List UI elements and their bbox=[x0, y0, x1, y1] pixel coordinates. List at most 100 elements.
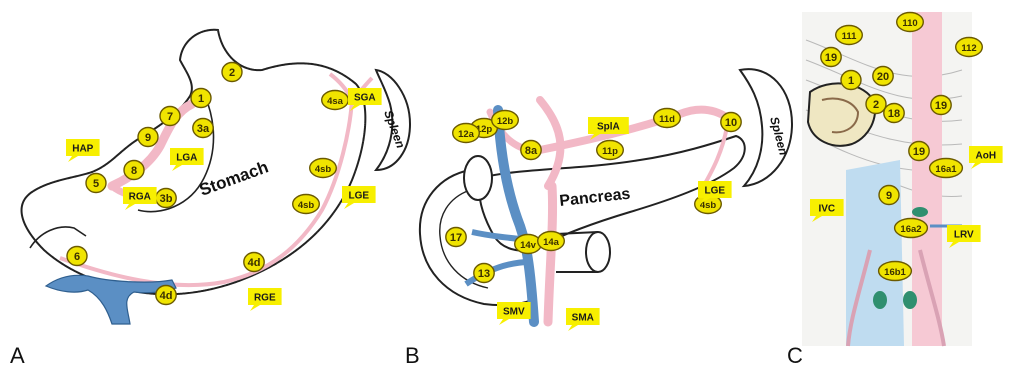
lymph-node-1: 1 bbox=[841, 71, 861, 90]
vessel-tag-pointer bbox=[568, 325, 578, 331]
sma bbox=[548, 186, 553, 322]
lymph-node-label: 19 bbox=[825, 52, 837, 64]
lymph-node-5: 5 bbox=[86, 174, 106, 193]
lymph-node-19: 19 bbox=[909, 142, 929, 161]
lymph-node-11p: 11p bbox=[597, 141, 624, 160]
vessel-tag-label: RGE bbox=[254, 293, 276, 304]
vessel-tag-smv: SMV bbox=[497, 302, 531, 325]
lymph-node-4sa: 4sa bbox=[322, 91, 349, 110]
lymph-node-17: 17 bbox=[446, 228, 466, 247]
lymph-node-9: 9 bbox=[879, 186, 899, 205]
lymph-node-1: 1 bbox=[191, 89, 211, 108]
lymph-node-14v: 14v bbox=[515, 235, 542, 254]
lymph-node-label: 2 bbox=[229, 67, 235, 79]
lymph-node-label: 12a bbox=[458, 129, 475, 140]
lymph-node-label: 6 bbox=[74, 251, 80, 263]
vessel-tag-pointer bbox=[971, 163, 981, 169]
lymph-node-label: 4sb bbox=[315, 164, 332, 175]
lymph-node-4sb: 4sb bbox=[310, 159, 337, 178]
lymph-node-label: 1 bbox=[848, 75, 854, 87]
lymph-node-label: 14a bbox=[543, 237, 560, 248]
lymph-node-4d: 4d bbox=[244, 253, 264, 272]
lymph-node-4sb: 4sb bbox=[293, 195, 320, 214]
bile-duct-cut bbox=[464, 156, 492, 200]
lymph-node-label: 19 bbox=[935, 100, 947, 112]
lymph-node-111: 111 bbox=[836, 26, 863, 45]
lymph-node-18: 18 bbox=[884, 104, 904, 123]
lymph-node-3a: 3a bbox=[193, 119, 213, 138]
vessel-tag-label: AoH bbox=[976, 151, 997, 162]
vessel-tag-label: LGE bbox=[349, 191, 370, 202]
vessel-tag-pointer bbox=[499, 319, 509, 325]
lymph-node-16b1: 16b1 bbox=[879, 262, 912, 281]
lymph-node-12b: 12b bbox=[492, 111, 519, 130]
vessel-tag-rge: RGE bbox=[248, 288, 282, 311]
vessel-tag-pointer bbox=[68, 156, 78, 162]
lymph-node-4d: 4d bbox=[156, 286, 176, 305]
lymph-node-label: 14v bbox=[520, 240, 537, 251]
lymph-node-label: 4sa bbox=[327, 96, 344, 107]
lymph-node-19: 19 bbox=[821, 48, 841, 67]
lymph-node-label: 8 bbox=[131, 165, 137, 177]
lymph-node-label: 3b bbox=[160, 193, 173, 205]
lymph-node-label: 16a2 bbox=[900, 224, 921, 235]
lymph-node-2: 2 bbox=[222, 63, 242, 82]
lymph-node-19: 19 bbox=[931, 96, 951, 115]
lymph-node-13: 13 bbox=[474, 264, 494, 283]
jejunum-cut bbox=[586, 232, 610, 272]
lymph-node-112: 112 bbox=[956, 38, 983, 57]
lymph-node-label: 4d bbox=[160, 290, 173, 302]
panel-b-pancreas: Spleen Pancreas bbox=[420, 69, 792, 322]
lymph-node-10: 10 bbox=[721, 113, 741, 132]
lymph-node-110: 110 bbox=[897, 13, 924, 32]
lymph-node-label: 20 bbox=[877, 71, 889, 83]
vessel-tag-label: HAP bbox=[72, 144, 93, 155]
lymph-node-label: 8a bbox=[525, 145, 538, 157]
lymph-node-label: 16b1 bbox=[884, 267, 906, 278]
lymph-node-label: 11p bbox=[602, 146, 618, 157]
lymph-node-16a2: 16a2 bbox=[895, 219, 928, 238]
panel-b-letter: B bbox=[405, 343, 420, 369]
lymph-node-label: 16a1 bbox=[935, 164, 957, 175]
lymph-node-8: 8 bbox=[124, 161, 144, 180]
lymph-node-14a: 14a bbox=[538, 232, 565, 251]
lymph-node-label: 9 bbox=[886, 190, 892, 202]
lymph-node-label: 7 bbox=[167, 111, 173, 123]
lymph-node-label: 4sb bbox=[298, 200, 315, 211]
lymph-node-label: 3a bbox=[197, 123, 210, 135]
lymph-node-label: 4d bbox=[248, 257, 261, 269]
lymph-node-12a: 12a bbox=[453, 124, 480, 143]
lymph-node-label: 11d bbox=[659, 114, 675, 125]
vessel-tag-label: RGA bbox=[129, 192, 151, 203]
lymph-node-3b: 3b bbox=[156, 189, 176, 208]
vessel-tag-label: IVC bbox=[818, 204, 835, 215]
vessel-tag-lge: LGE bbox=[342, 186, 376, 209]
lymph-node-label: 5 bbox=[93, 178, 99, 190]
lymph-node-2: 2 bbox=[866, 95, 886, 114]
aorta bbox=[912, 12, 942, 346]
lymph-node-label: 10 bbox=[725, 117, 737, 129]
vessel-tag-label: LGE bbox=[705, 186, 726, 197]
vessel-tag-label: SGA bbox=[354, 93, 376, 104]
lymph-node-20: 20 bbox=[873, 67, 893, 86]
lymph-node-label: 112 bbox=[961, 43, 976, 54]
lymph-node-11d: 11d bbox=[654, 109, 681, 128]
lymph-node-label: 12b bbox=[497, 116, 514, 127]
lymph-node-label: 1 bbox=[198, 93, 204, 105]
lymph-node-label: 111 bbox=[842, 31, 858, 42]
vessel-tag-hap: HAP bbox=[66, 139, 100, 162]
lymph-node-label: 17 bbox=[450, 232, 462, 244]
lymph-node-9: 9 bbox=[138, 128, 158, 147]
lymph-node-label: 13 bbox=[478, 268, 490, 280]
vessel-tag-label: SMV bbox=[503, 307, 525, 318]
panel-a-stomach: Spleen Stomach bbox=[22, 30, 410, 324]
vessel-tag-label: LRV bbox=[954, 230, 974, 241]
vessel-tag-pointer bbox=[250, 305, 260, 311]
lymph-node-label: 18 bbox=[888, 108, 900, 120]
lymph-node-6: 6 bbox=[67, 247, 87, 266]
lymph-node-16a1: 16a1 bbox=[930, 159, 963, 178]
lymph-node-label: 2 bbox=[873, 99, 879, 111]
lymph-node-7: 7 bbox=[160, 107, 180, 126]
stomach-stump bbox=[808, 83, 875, 145]
